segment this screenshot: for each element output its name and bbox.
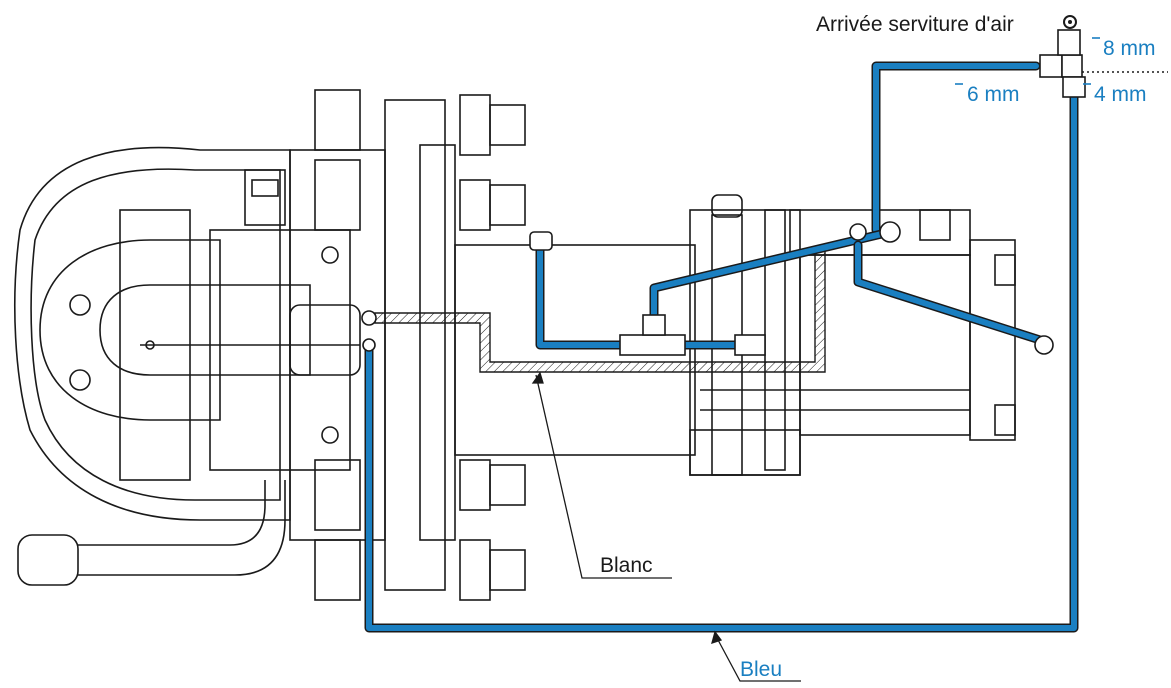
white-hose-label: Blanc <box>600 554 653 577</box>
bolted-flange <box>289 89 696 601</box>
fittings <box>362 29 1086 356</box>
circle-dot-icon <box>1063 15 1077 29</box>
blue-hose-label: Bleu <box>740 658 783 681</box>
blue-hoses <box>364 61 1079 633</box>
size-8mm-label: 8 mm <box>1103 37 1156 60</box>
air-supply-label: Arrivée serviture d'air <box>816 13 1014 36</box>
size-4mm-label: 4 mm <box>1094 83 1147 106</box>
motor-housing <box>14 146 361 521</box>
leader-lines <box>531 371 801 682</box>
handle <box>17 480 286 586</box>
size-6mm-label: 6 mm <box>967 83 1020 106</box>
